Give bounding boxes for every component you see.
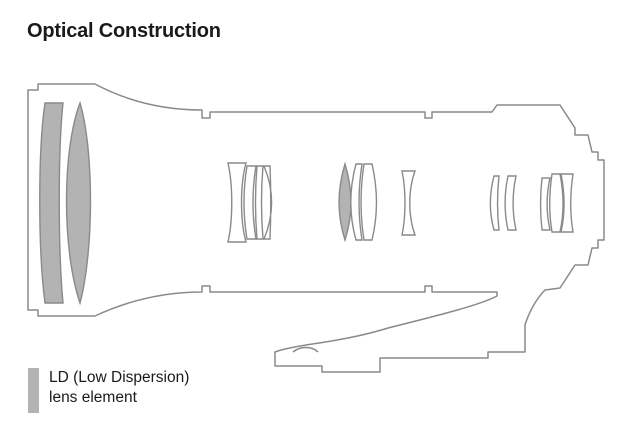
lens-element xyxy=(227,162,247,243)
lens-element-ld xyxy=(338,161,352,243)
tripod-mount-detail xyxy=(292,346,319,353)
lens-element xyxy=(254,165,264,240)
page-title: Optical Construction xyxy=(27,20,221,42)
lens-element xyxy=(243,165,257,240)
lens-element-ld xyxy=(39,102,64,304)
legend-label: LD (Low Dispersion) lens element xyxy=(49,368,189,408)
legend-line-2: lens element xyxy=(49,389,137,406)
lens-element xyxy=(539,177,551,231)
legend-swatch-ld xyxy=(28,368,39,413)
lens-barrel-outline xyxy=(27,83,605,373)
lens-element xyxy=(504,175,517,231)
lens-element-ld xyxy=(65,100,92,306)
lens-element xyxy=(262,165,273,240)
lens-element xyxy=(401,170,417,236)
lens-element xyxy=(350,163,363,241)
lens-element xyxy=(489,175,500,231)
lens-element xyxy=(560,173,574,233)
legend-line-1: LD (Low Dispersion) xyxy=(49,369,190,386)
lens-element xyxy=(360,163,378,241)
lens-element xyxy=(549,173,564,233)
